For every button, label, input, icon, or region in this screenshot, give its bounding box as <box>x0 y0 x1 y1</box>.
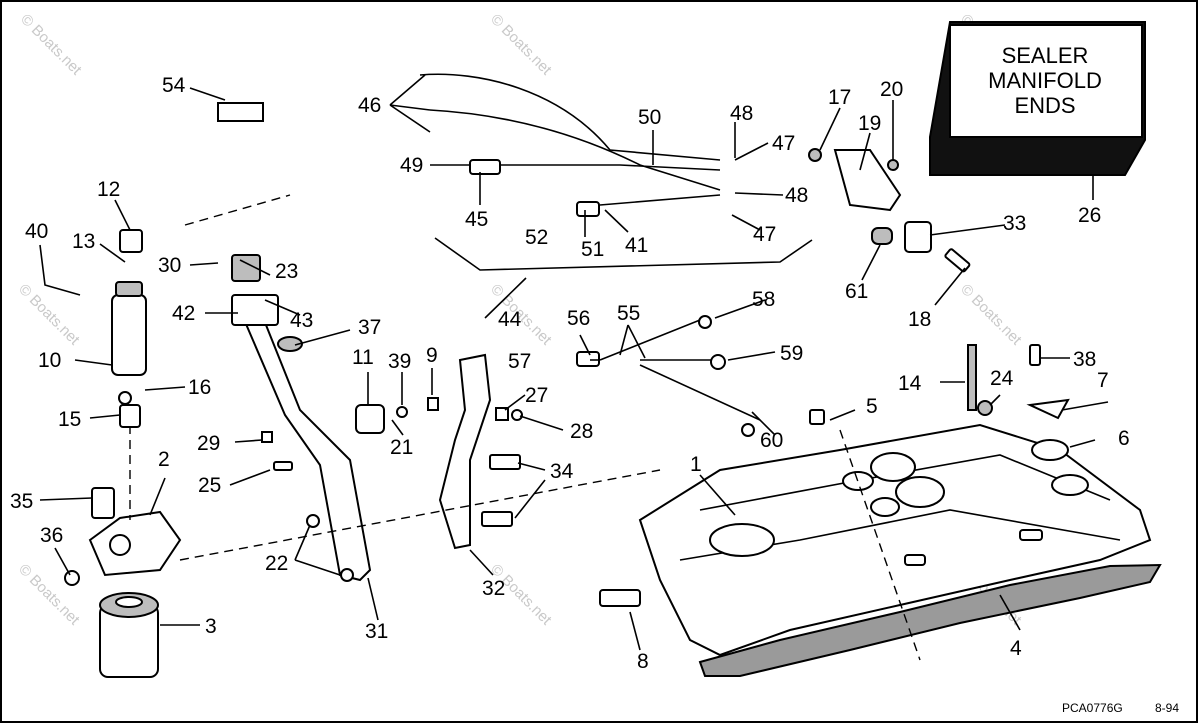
callout-54: 54 <box>162 74 186 97</box>
callout-14: 14 <box>898 372 922 395</box>
watermark: © Boats.net <box>17 11 85 79</box>
alignment-line <box>839 429 921 661</box>
sealer-tube-box: SEALER MANIFOLD ENDS <box>929 21 1146 176</box>
wire-harness <box>429 109 721 191</box>
watermark: © Boats.net <box>15 281 83 349</box>
callout-60: 60 <box>760 429 783 452</box>
leader-lines <box>39 74 1109 651</box>
callout-55: 55 <box>617 302 640 325</box>
sealer-box-line1: SEALER <box>1002 43 1089 68</box>
callout-11: 11 <box>352 346 374 369</box>
callout-13: 13 <box>72 230 95 253</box>
callout-18: 18 <box>908 308 931 331</box>
callout-19: 19 <box>858 112 881 135</box>
callout-39: 39 <box>388 350 411 373</box>
callout-3: 3 <box>205 615 217 638</box>
callout-47: 47 <box>753 223 776 246</box>
figure-code: PCA0776G <box>1062 701 1123 715</box>
callout-47: 47 <box>772 132 795 155</box>
callout-32: 32 <box>482 577 505 600</box>
callout-45: 45 <box>465 208 488 231</box>
callout-26: 26 <box>1078 204 1101 227</box>
callout-10: 10 <box>38 349 61 372</box>
callout-6: 6 <box>1118 427 1130 450</box>
callout-25: 25 <box>198 474 221 497</box>
watermark: © Boats.net <box>487 11 555 79</box>
group-bracket <box>434 237 813 271</box>
callout-22: 22 <box>265 552 288 575</box>
wire-harness <box>500 164 721 171</box>
callout-30: 30 <box>158 254 181 277</box>
callout-43: 43 <box>290 309 313 332</box>
callout-31: 31 <box>365 620 388 643</box>
filter-bracket <box>88 510 182 577</box>
callout-61: 61 <box>845 280 868 303</box>
callout-21: 21 <box>390 436 413 459</box>
callout-16: 16 <box>188 376 211 399</box>
callout-56: 56 <box>567 307 590 330</box>
callout-57: 57 <box>508 350 531 373</box>
callout-labels: 54 46 50 48 47 49 48 45 47 52 51 41 44 1… <box>10 74 1130 673</box>
callout-17: 17 <box>828 86 851 109</box>
callout-37: 37 <box>358 316 381 339</box>
callout-41: 41 <box>625 234 648 257</box>
callout-34: 34 <box>550 460 574 483</box>
callout-33: 33 <box>1003 212 1026 235</box>
callout-38: 38 <box>1073 348 1096 371</box>
callout-48: 48 <box>785 184 808 207</box>
callout-48: 48 <box>730 102 753 125</box>
callout-23: 23 <box>275 260 298 283</box>
callout-28: 28 <box>570 420 593 443</box>
callout-52: 52 <box>525 226 548 249</box>
callout-8: 8 <box>637 650 649 673</box>
callout-2: 2 <box>158 448 170 471</box>
callout-9: 9 <box>426 344 438 367</box>
alignment-line <box>184 194 291 226</box>
fuel-pump <box>111 281 147 376</box>
callout-20: 20 <box>880 78 903 101</box>
callout-4: 4 <box>1010 637 1022 660</box>
callout-49: 49 <box>400 154 423 177</box>
callout-15: 15 <box>58 408 81 431</box>
fuel-filter <box>99 592 159 678</box>
callout-40: 40 <box>25 220 48 243</box>
callout-5: 5 <box>866 395 878 418</box>
callout-12: 12 <box>97 178 120 201</box>
callout-51: 51 <box>581 238 604 261</box>
alignment-line <box>179 469 661 561</box>
callout-1: 1 <box>690 453 702 476</box>
callout-44: 44 <box>498 308 522 331</box>
figure-date: 8-94 <box>1155 701 1179 715</box>
callout-36: 36 <box>40 524 63 547</box>
callout-7: 7 <box>1097 369 1109 392</box>
watermark: © Boats.net <box>957 281 1025 349</box>
callout-59: 59 <box>780 342 803 365</box>
intake-manifold <box>638 423 1152 657</box>
support-bracket <box>438 353 492 550</box>
hardware <box>64 102 1070 607</box>
manifold-gasket <box>698 563 1162 677</box>
callout-42: 42 <box>172 302 195 325</box>
callout-58: 58 <box>752 288 775 311</box>
sealer-box-line2: MANIFOLD <box>988 68 1102 93</box>
callout-46: 46 <box>358 94 381 117</box>
wire-harness <box>599 319 761 421</box>
callout-50: 50 <box>638 106 661 129</box>
pump-bracket <box>238 309 372 582</box>
callout-27: 27 <box>525 384 548 407</box>
callout-35: 35 <box>10 490 33 513</box>
sealer-box-line3: ENDS <box>1014 93 1075 118</box>
wire-harness <box>419 73 721 161</box>
callout-29: 29 <box>197 432 220 455</box>
wire-harness <box>599 194 721 206</box>
callout-24: 24 <box>990 367 1014 390</box>
